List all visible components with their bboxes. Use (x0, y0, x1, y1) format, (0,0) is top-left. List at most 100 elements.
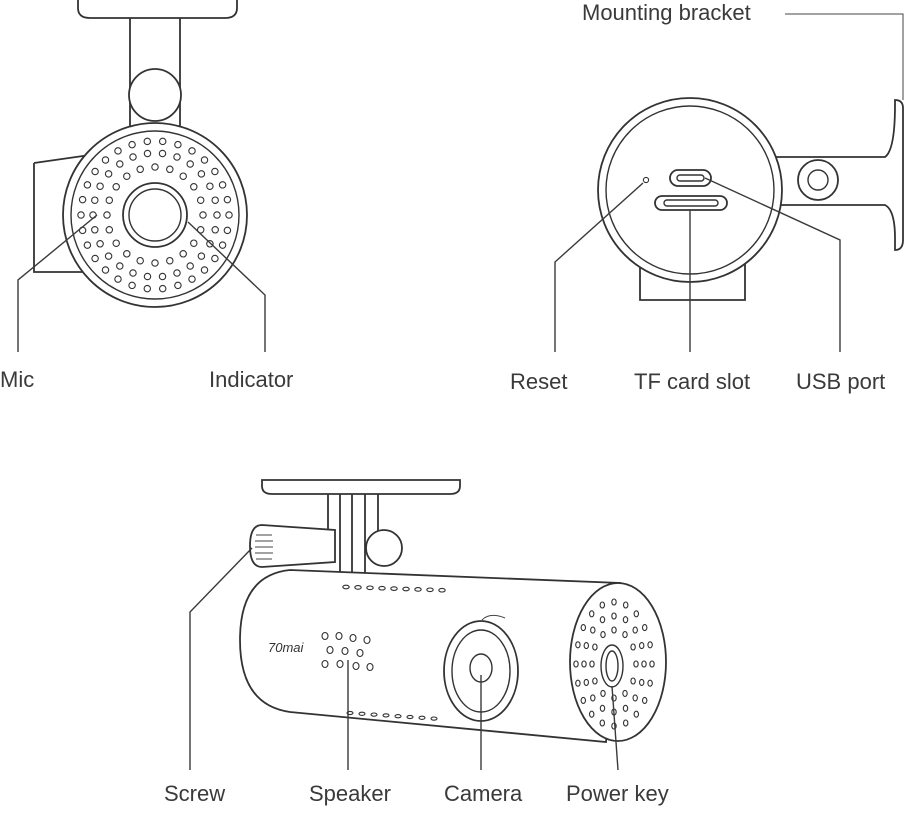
mic-hole (104, 252, 113, 260)
top-vent-hole (342, 584, 350, 590)
mount-plate (261, 479, 461, 495)
top-vent-hole (390, 586, 398, 591)
end-cap-hole (622, 601, 629, 609)
mic-hole (223, 195, 232, 204)
end-cap-hole (592, 677, 598, 685)
mic-hole (101, 156, 110, 164)
camera-body (239, 569, 621, 743)
label-camera: Camera (444, 781, 523, 806)
end-cap-hole (647, 641, 653, 649)
mic-hole (112, 239, 120, 247)
mic-hole (114, 275, 122, 283)
front-body (33, 154, 91, 273)
mic-hole (116, 262, 124, 270)
end-cap-hole (589, 660, 595, 668)
mic-hole (197, 170, 206, 178)
brand-logo: 70mai (268, 640, 305, 655)
indicator-leader-line (187, 221, 266, 352)
mic-hole (174, 140, 182, 149)
speaker-hole (321, 659, 329, 669)
label-mic: Mic (0, 367, 34, 392)
usb-port-inner (676, 174, 705, 182)
mic-hole (197, 252, 206, 260)
front-view (33, 0, 248, 308)
mic-hole (223, 226, 232, 235)
mic-hole (91, 196, 99, 204)
end-cap-hole (583, 678, 590, 686)
mic-hole (186, 262, 194, 270)
end-cap-hole (633, 710, 640, 718)
end-cap-hole (588, 710, 595, 718)
end-cap-hole (599, 616, 606, 624)
end-cap-hole (649, 660, 655, 668)
mic-hole (123, 250, 131, 258)
mic-hole (143, 284, 152, 293)
mic-hole (105, 196, 114, 204)
label-indicator: Indicator (209, 367, 293, 392)
mic-hole (173, 269, 181, 277)
speaker-hole (349, 633, 357, 643)
top-vent-hole (354, 585, 362, 590)
end-cap-hole (638, 678, 645, 686)
mic-hole (143, 149, 152, 158)
perspective-view: 70mai (239, 479, 667, 743)
end-cap-hole (622, 689, 628, 697)
end-cap-hole (600, 689, 606, 697)
mic-hole (218, 241, 227, 249)
bottom-vent-hole (358, 711, 366, 716)
mic-hole (96, 240, 104, 248)
top-vent-hole (402, 586, 410, 592)
mic-hole (136, 165, 144, 174)
end-cap-hole (583, 642, 590, 650)
end-cap-hole (611, 612, 617, 620)
mic-hole (188, 147, 196, 155)
label-tf-card-slot: TF card slot (634, 369, 750, 394)
end-cap-hole (573, 660, 579, 668)
mic-hole (166, 165, 174, 174)
mic-hole (213, 211, 221, 219)
indicator-lens-inner (128, 188, 182, 242)
mic-leader-line (17, 214, 98, 352)
mic-hole (105, 226, 114, 234)
end-cap-hole (622, 719, 629, 727)
power-key-leader-line (611, 685, 619, 771)
mic-hole (158, 149, 167, 158)
speaker-hole (326, 645, 334, 655)
end-cap-hole (580, 696, 587, 704)
vent-holes (321, 584, 655, 730)
mic-hole (129, 269, 137, 277)
back-view (597, 97, 904, 301)
mic-hole (211, 167, 219, 176)
mic-hole (211, 226, 219, 234)
end-cap-hole (588, 610, 595, 618)
speaker-hole (336, 659, 344, 669)
end-cap-hole (599, 719, 606, 727)
speaker-hole (366, 662, 374, 672)
mic-hole (206, 182, 214, 190)
mic-hole (174, 281, 182, 290)
end-cap-hole (600, 631, 606, 639)
mic-hole (196, 226, 205, 234)
end-cap-hole (647, 679, 653, 687)
bracket-leader-line (785, 13, 904, 100)
bottom-vent-hole (370, 712, 378, 717)
mic-hole (188, 275, 196, 283)
end-cap-hole (622, 616, 629, 624)
speaker-hole (321, 631, 329, 641)
top-vent-hole (426, 587, 434, 593)
end-cap-hole (630, 677, 636, 685)
mic-hole (143, 272, 152, 281)
top-vent-hole (414, 587, 422, 592)
mic-hole (225, 211, 233, 219)
top-vent-hole (366, 585, 374, 591)
speaker-hole (363, 635, 371, 645)
end-cap-hole (641, 660, 647, 668)
bottom-vent-hole (418, 715, 426, 720)
mount-legs (327, 494, 379, 585)
mic-hole (116, 160, 124, 168)
end-cap-hole (581, 660, 587, 668)
bottom-vent-hole (382, 713, 390, 718)
front-mount-plate (77, 0, 238, 19)
